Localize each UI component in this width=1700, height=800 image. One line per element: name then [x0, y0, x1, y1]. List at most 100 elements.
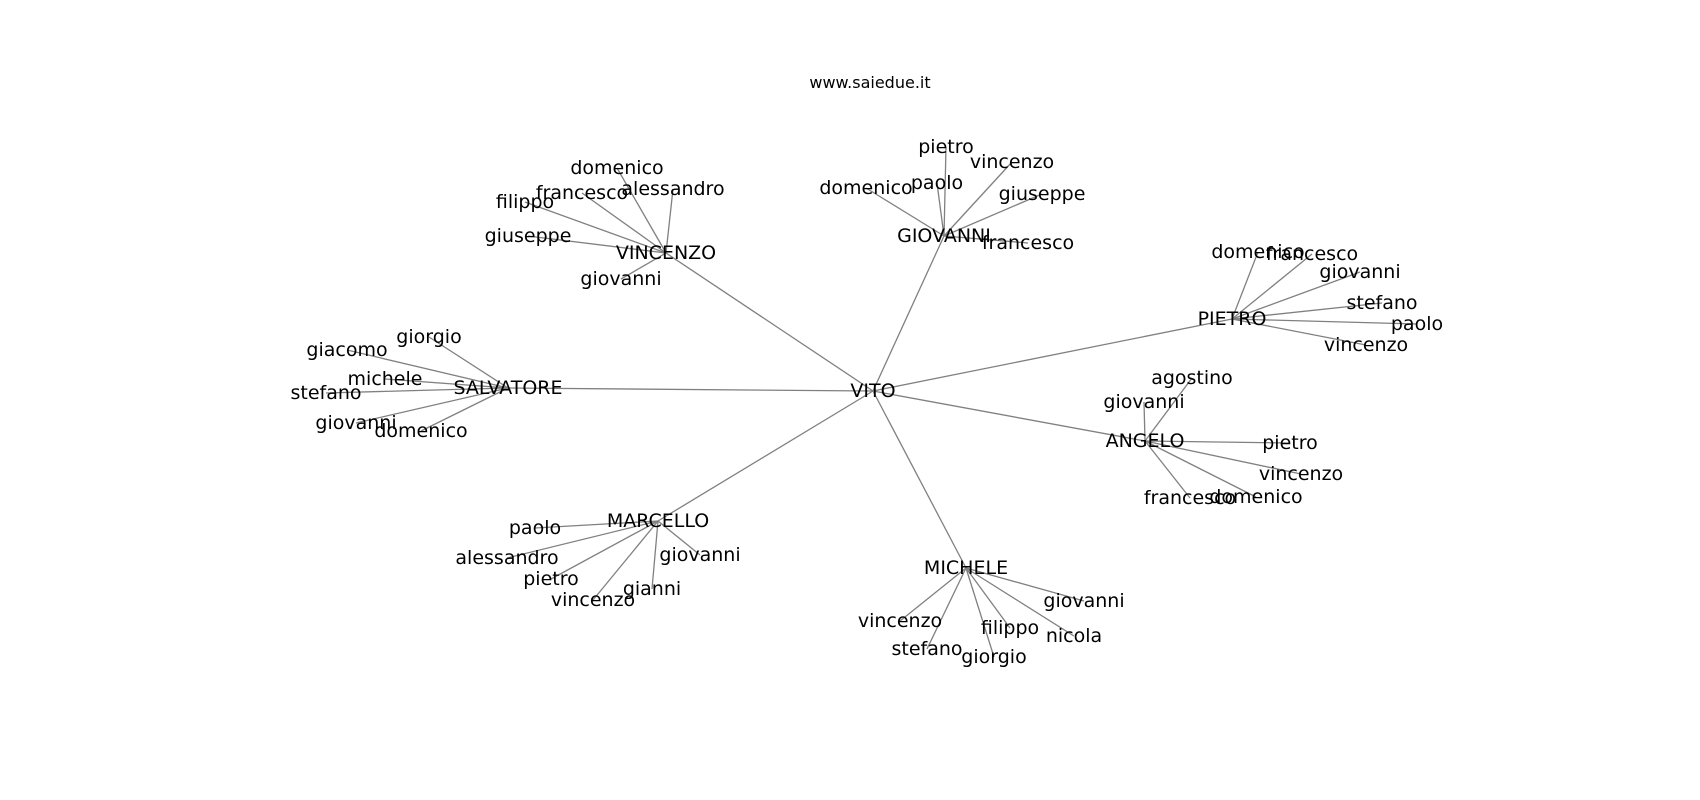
edge-vincenzo-alessandro [665, 188, 674, 254]
edge-salvatore-giorgio [428, 336, 509, 389]
leaf-node-michele-giovanni: giovanni [1043, 590, 1124, 612]
edge-marcello-gianni [651, 520, 659, 590]
edge-salvatore-giovanni [355, 387, 509, 424]
edge-angelo-vincenzo [1144, 440, 1302, 475]
leaf-node-angelo-agostino: agostino [1151, 367, 1233, 389]
edge-center-angelo [872, 390, 1146, 442]
leaf-node-vincenzo-giuseppe: giuseppe [485, 225, 572, 247]
node-labels: VITOVINCENZOdomenicoalessandrofrancescof… [290, 136, 1443, 668]
leaf-node-angelo-domenico: domenico [1209, 486, 1302, 508]
leaf-node-pietro-domenico: domenico [1211, 241, 1304, 263]
leaf-node-marcello-gianni: gianni [623, 578, 681, 600]
leaf-node-pietro-vincenzo: vincenzo [1324, 334, 1408, 356]
leaf-node-marcello-alessandro: alessandro [455, 547, 558, 569]
edges [325, 146, 1418, 658]
edge-center-michele [872, 390, 967, 569]
hub-node-angelo: ANGELO [1106, 430, 1185, 452]
leaf-node-giovanni-domenico: domenico [819, 177, 912, 199]
edge-angelo-pietro [1144, 440, 1291, 444]
leaf-node-pietro-giovanni: giovanni [1319, 261, 1400, 283]
leaf-node-angelo-giovanni: giovanni [1103, 391, 1184, 413]
leaf-node-giovanni-giuseppe: giuseppe [999, 183, 1086, 205]
leaf-node-marcello-vincenzo: vincenzo [551, 589, 635, 611]
leaf-node-vincenzo-domenico: domenico [570, 157, 663, 179]
edge-salvatore-giacomo [346, 349, 509, 389]
edge-angelo-domenico [1144, 440, 1257, 498]
edge-michele-vincenzo [899, 567, 967, 622]
edge-center-giovanni [872, 235, 945, 392]
edge-pietro-giovanni [1231, 271, 1361, 320]
leaf-node-angelo-pietro: pietro [1262, 432, 1318, 454]
hub-node-marcello: MARCELLO [607, 510, 709, 532]
edge-salvatore-stefano [325, 387, 509, 394]
hub-node-vincenzo: VINCENZO [616, 242, 716, 264]
leaf-node-michele-nicola: nicola [1046, 625, 1102, 647]
edge-giovanni-domenico [865, 187, 945, 237]
edge-salvatore-domenico [420, 387, 509, 432]
leaf-node-vincenzo-alessandro: alessandro [621, 178, 724, 200]
edge-michele-stefano [926, 567, 967, 650]
edge-angelo-francesco [1144, 440, 1191, 499]
edge-angelo-agostino [1144, 377, 1193, 442]
edge-pietro-vincenzo [1231, 318, 1367, 346]
edge-marcello-vincenzo [592, 520, 659, 601]
hub-node-pietro: PIETRO [1198, 308, 1267, 330]
leaf-node-salvatore-stefano: stefano [290, 382, 361, 404]
leaf-node-pietro-paolo: paolo [1391, 313, 1443, 335]
edge-pietro-francesco [1231, 253, 1313, 320]
edge-michele-giorgio [965, 567, 995, 658]
edge-giovanni-francesco [943, 235, 1029, 244]
leaf-node-salvatore-giovanni: giovanni [315, 412, 396, 434]
edge-center-marcello [657, 390, 874, 522]
hub-node-michele: MICHELE [924, 557, 1008, 579]
center-node-label: VITO [850, 380, 895, 402]
edge-marcello-giovanni [657, 520, 701, 556]
edge-michele-nicola [965, 567, 1075, 637]
edge-angelo-giovanni [1143, 401, 1146, 442]
leaf-node-giovanni-vincenzo: vincenzo [970, 151, 1054, 173]
edge-marcello-paolo [534, 520, 659, 529]
leaf-node-michele-stefano: stefano [891, 638, 962, 660]
leaf-node-vincenzo-filippo: filippo [496, 191, 554, 213]
edge-vincenzo-domenico [616, 167, 667, 254]
leaf-node-marcello-paolo: paolo [509, 517, 561, 539]
edge-pietro-stefano [1231, 302, 1383, 320]
hub-node-giovanni: GIOVANNI [897, 225, 991, 247]
edge-giovanni-paolo [936, 182, 945, 237]
edge-salvatore-michele [384, 378, 509, 389]
edge-vincenzo-giuseppe [527, 235, 667, 254]
leaf-node-giovanni-pietro: pietro [918, 136, 974, 158]
leaf-node-michele-giorgio: giorgio [961, 646, 1026, 668]
edge-center-pietro [872, 318, 1233, 392]
leaf-node-pietro-francesco: francesco [1266, 243, 1358, 265]
edge-vincenzo-francesco [581, 192, 667, 254]
edge-center-vincenzo [665, 252, 874, 392]
edge-vincenzo-giovanni [620, 252, 667, 280]
leaf-node-giovanni-paolo: paolo [911, 172, 963, 194]
leaf-node-salvatore-giorgio: giorgio [396, 326, 461, 348]
edge-pietro-domenico [1231, 251, 1259, 320]
site-title: www.saiedue.it [809, 73, 930, 92]
leaf-node-angelo-francesco: francesco [1144, 487, 1236, 509]
edge-michele-filippo [965, 567, 1011, 629]
leaf-node-giovanni-francesco: francesco [982, 232, 1074, 254]
leaf-node-marcello-pietro: pietro [523, 568, 579, 590]
edge-giovanni-pietro [943, 146, 947, 237]
edge-giovanni-vincenzo [943, 161, 1013, 237]
leaf-node-vincenzo-giovanni: giovanni [580, 268, 661, 290]
leaf-node-pietro-stefano: stefano [1346, 292, 1417, 314]
leaf-node-salvatore-michele: michele [348, 368, 423, 390]
hub-node-salvatore: SALVATORE [454, 377, 563, 399]
leaf-node-salvatore-giacomo: giacomo [306, 339, 387, 361]
edge-pietro-paolo [1231, 318, 1418, 325]
edge-center-salvatore [507, 387, 874, 392]
leaf-node-angelo-vincenzo: vincenzo [1259, 463, 1343, 485]
edge-giovanni-giuseppe [943, 193, 1043, 237]
edge-vincenzo-filippo [524, 201, 667, 254]
leaf-node-vincenzo-francesco: francesco [536, 182, 628, 204]
leaf-node-salvatore-domenico: domenico [374, 420, 467, 442]
edge-marcello-pietro [550, 520, 659, 580]
edge-michele-giovanni [965, 567, 1085, 602]
edge-marcello-alessandro [506, 520, 659, 559]
